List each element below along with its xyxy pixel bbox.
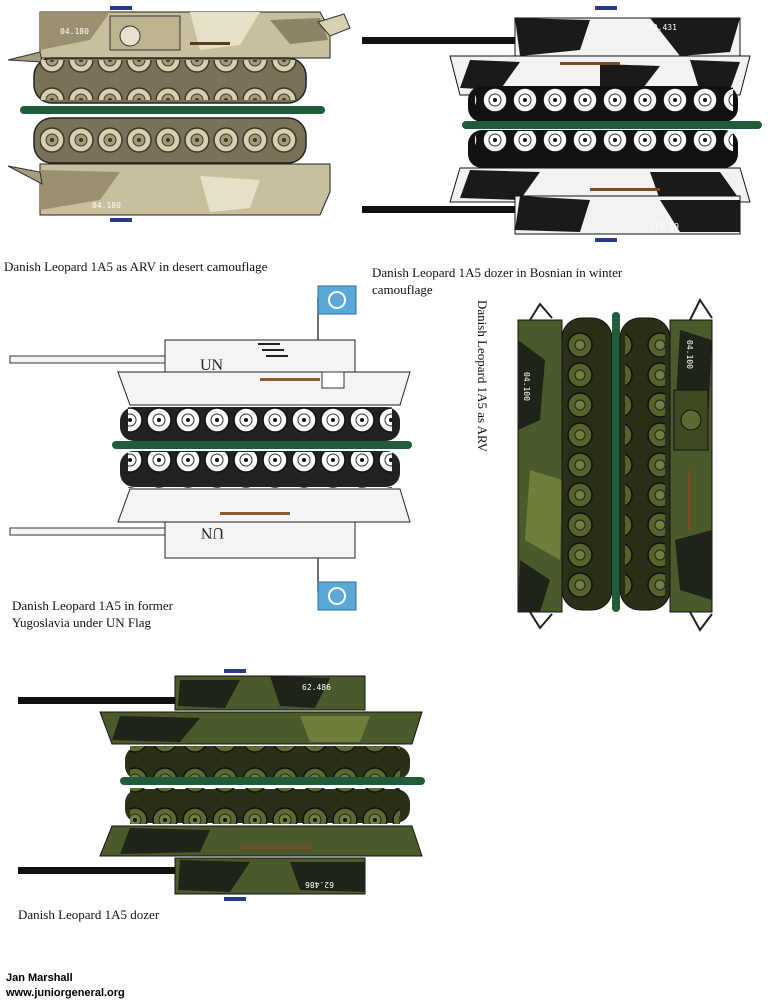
winter-dozer-figure: 62.431 62.431	[362, 6, 762, 242]
desert-marking-top: 04.180	[60, 27, 89, 36]
arv-marking-left: 04.100	[522, 372, 531, 401]
desert-arv-figure: 04.180 04.180	[7, 6, 351, 222]
caption-desert-arv: Danish Leopard 1A5 as ARV in desert camo…	[4, 259, 268, 274]
credit-author: Jan Marshall	[6, 972, 73, 984]
winter-marking-top: 62.431	[648, 23, 677, 32]
desert-marking-bottom: 04.180	[92, 201, 121, 210]
un-marking-bottom: UN	[200, 524, 224, 541]
green-arv-figure: 04.100 04.100	[517, 298, 713, 632]
credit-site: www.juniorgeneral.org	[6, 987, 125, 999]
caption-bosnian-dozer: Danish Leopard 1A5 dozer in Bosnian in w…	[372, 265, 623, 297]
un-marking-top: UN	[200, 357, 224, 374]
dozer-marking-top: 62.486	[302, 683, 331, 692]
winter-marking-bottom: 62.431	[650, 221, 679, 230]
dozer-marking-bottom: 62.486	[305, 880, 334, 889]
caption-un-flag: Danish Leopard 1A5 in former Yugoslavia …	[12, 598, 174, 630]
green-dozer-figure: 62.486 62.486	[18, 669, 425, 901]
caption-dozer: Danish Leopard 1A5 dozer	[18, 907, 160, 922]
un-tank-figure: UN UN	[9, 285, 412, 611]
arv-marking-right: 04.100	[685, 340, 694, 369]
caption-arv-vertical: Danish Leopard 1A5 as ARV	[475, 300, 490, 453]
